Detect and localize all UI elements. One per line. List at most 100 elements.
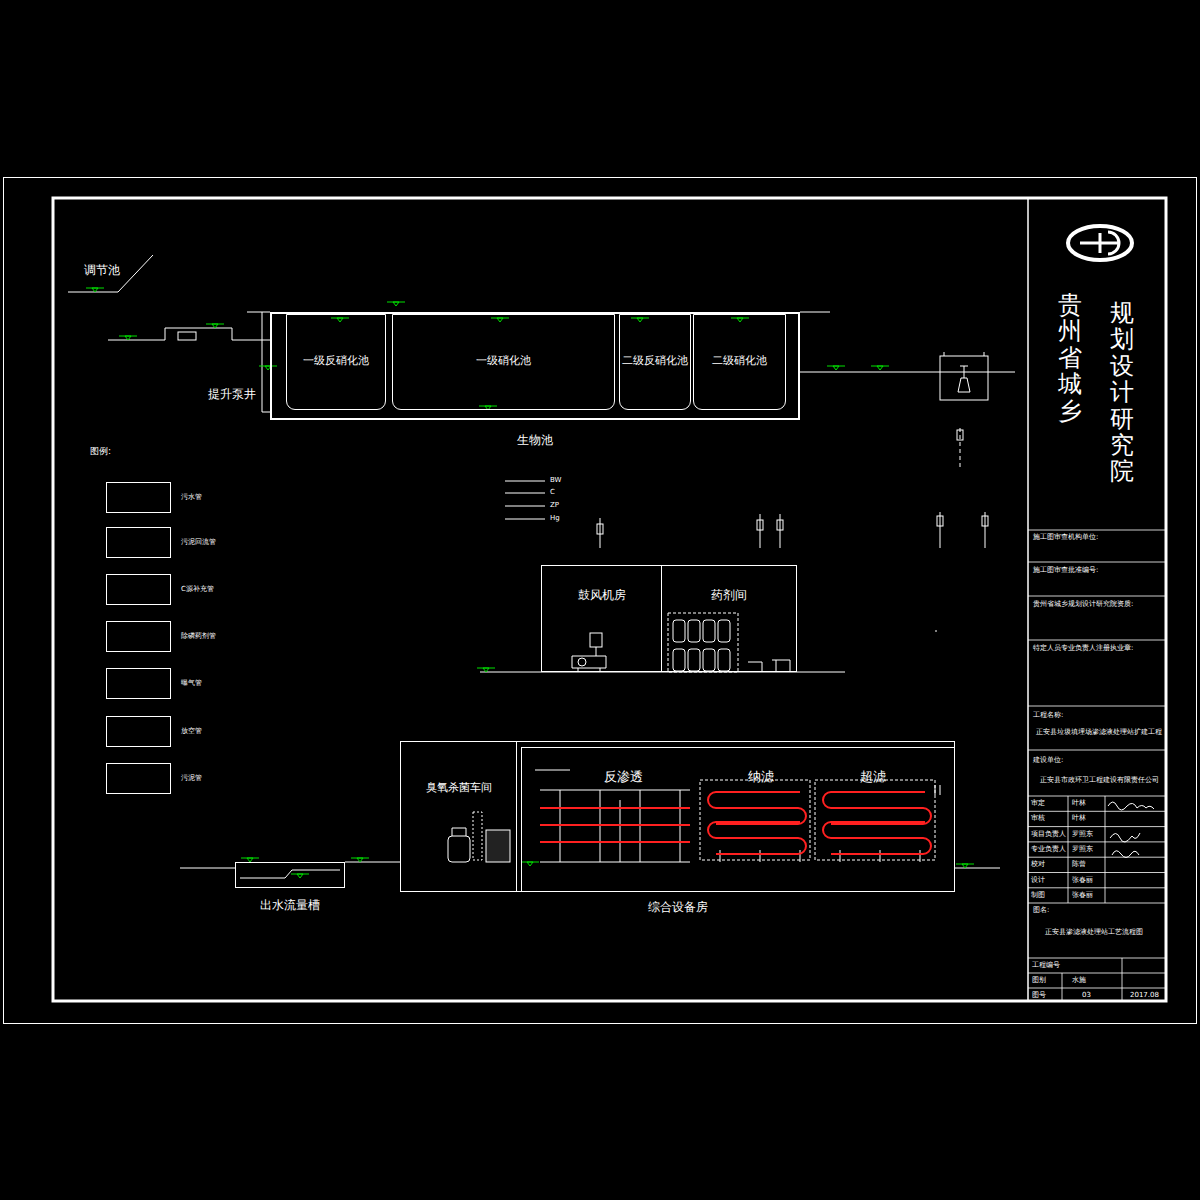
upper-process-section [960, 428, 961, 470]
drawing-label: 图别 [1032, 976, 1046, 984]
drawing-label: 正安县渗滤液处理站工艺流程图 [1045, 928, 1143, 936]
title-block-grid [1105, 796, 1106, 903]
blower-and-dosing-equipment [673, 620, 685, 642]
upper-process-section [800, 372, 1015, 373]
blower-and-dosing-equipment [688, 620, 700, 642]
blower-and-dosing-equipment [703, 620, 715, 642]
blower-and-dosing-equipment [673, 649, 685, 671]
upper-process-section [108, 328, 270, 340]
drawing-label: 叶林 [1072, 799, 1086, 807]
tank-box: 药剂间 [661, 565, 797, 672]
legend-swatch [106, 668, 171, 699]
legend-swatch [106, 716, 171, 747]
room-label: 臭氧杀菌车间 [426, 782, 492, 795]
lower-process-section [720, 850, 920, 862]
drawing-label: 项目负责人 [1031, 830, 1066, 838]
blower-and-dosing-equipment [578, 658, 586, 666]
legend-label: 除磷药剂管 [181, 632, 216, 640]
signature-strokes [1108, 802, 1154, 810]
signature-strokes [1110, 833, 1140, 842]
institute-logo [1068, 226, 1132, 260]
drawing-label: Hg [550, 514, 560, 522]
title-block-grid [1028, 640, 1166, 641]
upper-process-section [757, 520, 763, 530]
room-label: 反渗透 [604, 770, 643, 785]
signature-strokes [1112, 851, 1139, 858]
legend-swatch [106, 482, 171, 513]
elevation-marker [631, 318, 649, 322]
upper-process-section [262, 312, 270, 412]
upper-process-section [600, 512, 985, 548]
structure-title: 综合设备房 [648, 901, 708, 915]
drawing-label: 施工图审查机构单位: [1033, 533, 1098, 541]
elevation-marker [731, 318, 749, 322]
drawing-label: 专业负责人 [1031, 845, 1066, 853]
lower-process-section [452, 828, 466, 836]
upper-process-section [982, 516, 988, 526]
institute-logo [1068, 226, 1132, 260]
tank-box: 一级反硝化池 [286, 314, 386, 410]
upper-process-section [936, 630, 937, 632]
elevation-marker [827, 366, 845, 370]
blower-and-dosing-equipment [590, 633, 602, 647]
structure-title: 出水流量槽 [260, 899, 320, 913]
drawing-label: 图名: [1033, 906, 1049, 914]
drawing-label: 正安县垃圾填埋场渗滤液处理站扩建工程 [1036, 728, 1162, 736]
legend-label: 放空管 [181, 727, 202, 735]
tank-box: 鼓风机房 [541, 565, 662, 672]
title-block-grid [1028, 796, 1166, 797]
legend-label: 污水管 [181, 493, 202, 501]
title-block-grid [1028, 903, 1166, 904]
upper-process-section [597, 524, 603, 534]
elevation-marker [491, 318, 509, 322]
elevation-marker [119, 336, 137, 340]
drawing-label: 建设单位: [1033, 756, 1063, 764]
drawing-label: 校对 [1031, 860, 1045, 868]
drawing-label: 图号 [1032, 991, 1046, 999]
title-block-grid [1028, 826, 1166, 827]
drawing-label: BW [550, 476, 561, 484]
title-block-grid [1028, 530, 1166, 531]
tank-box: 出水流量槽 [235, 862, 345, 888]
upper-process-section [505, 481, 545, 519]
elevation-marker [477, 668, 495, 672]
title-block-grid [1028, 811, 1166, 812]
title-block-grid [1028, 530, 1166, 1001]
drawing-label: 图例: [90, 446, 111, 456]
drawing-label: 工程名称: [1033, 711, 1063, 719]
tank-box: 臭氧杀菌车间 [400, 741, 517, 892]
room-label: 一级硝化池 [476, 355, 531, 368]
blower-and-dosing-equipment [480, 613, 845, 672]
title-block-grid [1028, 988, 1166, 989]
elevation-marker [871, 366, 889, 370]
drawing-label: 贵州省城乡规划设计研究院资质: [1033, 600, 1133, 608]
membrane-pipework [540, 808, 690, 842]
legend-label: 污泥管 [181, 774, 202, 782]
title-block-grid [1062, 973, 1063, 1001]
drawing-label: C [550, 488, 555, 496]
legend-label: 污泥回流管 [181, 538, 216, 546]
blower-and-dosing-equipment [718, 649, 730, 671]
signature-strokes [1108, 802, 1154, 858]
elevation-marker [351, 858, 369, 862]
blower-and-dosing-equipment [748, 660, 790, 672]
upper-process-section [777, 520, 783, 530]
blower-and-dosing-equipment [718, 620, 730, 642]
legend-swatch [106, 763, 171, 794]
room-label: 二级硝化池 [712, 355, 767, 368]
drawing-label: 张春丽 [1072, 891, 1093, 899]
title-block-grid [1028, 750, 1166, 751]
room-label: 药剂间 [711, 589, 747, 603]
drawing-frame [1027, 198, 1029, 1001]
drawing-frame [4, 178, 1197, 1024]
tank-box: 综合设备房臭氧杀菌车间反渗透纳滤超滤 [400, 741, 955, 892]
lower-process-section [486, 830, 510, 862]
title-block-grid [1028, 841, 1166, 842]
title-block-grid [1122, 958, 1123, 1001]
legend-swatch [106, 574, 171, 605]
drawing-label: 03 [1082, 991, 1091, 999]
elevation-marker [521, 862, 539, 866]
title-block-grid [1068, 796, 1069, 903]
drawing-label: 提升泵井 [208, 388, 256, 402]
